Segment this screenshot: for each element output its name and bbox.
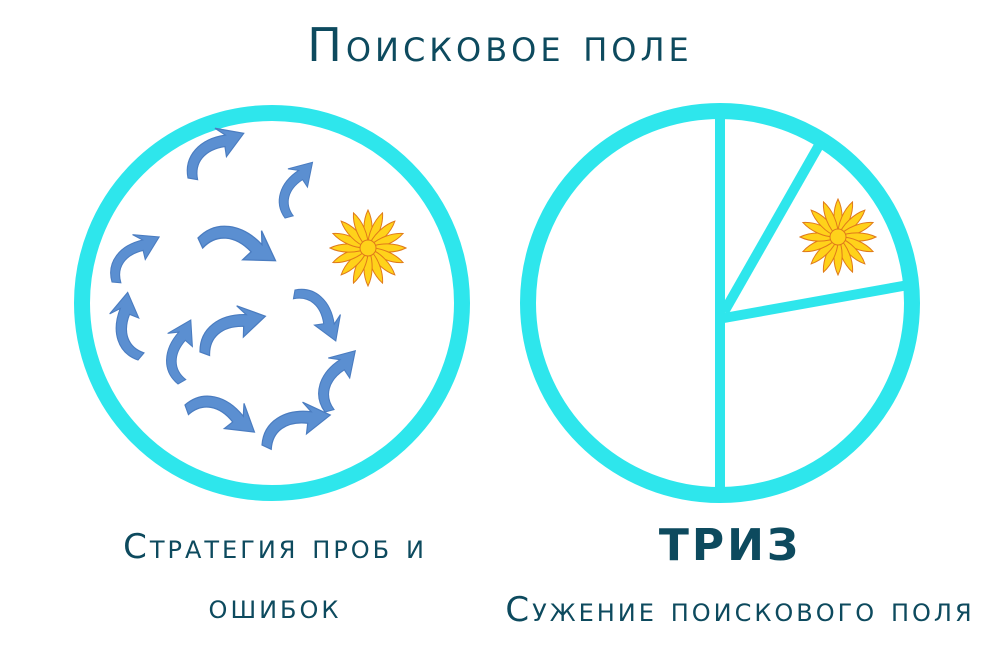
right-caption-heading: ТРИЗ — [658, 520, 802, 571]
search-field-circle-left — [74, 105, 470, 501]
diagram-title: Поисковое поле — [307, 18, 693, 72]
arrow-7 — [289, 276, 352, 348]
arrow-10 — [181, 380, 265, 444]
arrow-6 — [188, 296, 272, 360]
left-caption-line-1: Стратегия проб и — [123, 527, 427, 567]
arrow-8 — [155, 314, 202, 387]
flower-petal — [822, 200, 839, 239]
left-caption-line-2: ошибок — [208, 587, 342, 627]
solution-flower-icon — [328, 208, 408, 288]
arrow-3 — [194, 210, 285, 274]
arrow-9 — [303, 340, 366, 416]
divider-lower — [723, 279, 915, 323]
right-caption-subtitle: Сужение поискового поля — [505, 590, 975, 630]
divider-upper — [719, 137, 827, 315]
arrow-2 — [265, 152, 322, 222]
triz-panel — [520, 103, 920, 503]
arrow-4 — [96, 221, 167, 288]
solution-flower-icon — [798, 197, 878, 277]
arrow-5 — [107, 290, 146, 363]
flower-petal — [352, 211, 369, 250]
trial-error-panel — [74, 105, 470, 501]
